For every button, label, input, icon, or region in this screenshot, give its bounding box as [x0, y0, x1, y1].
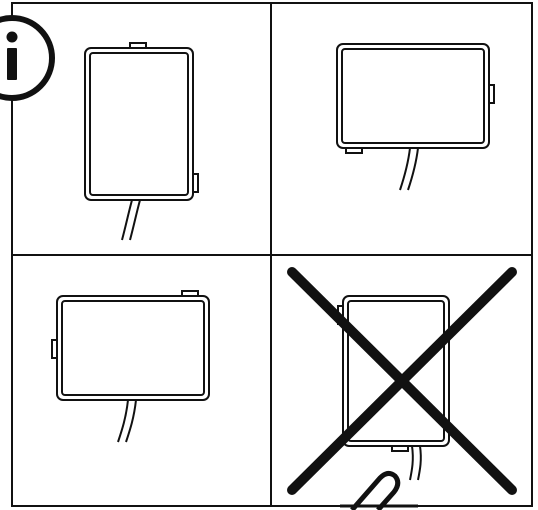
cross-stroke-b [287, 267, 517, 495]
device-side-connector [51, 339, 58, 359]
device-side-connector [488, 84, 495, 104]
device-screen [347, 300, 445, 442]
panel-grid [11, 2, 533, 507]
device-screen [61, 300, 205, 396]
device-side-connector [192, 173, 199, 193]
device-top-tab [181, 290, 199, 297]
device-cable [117, 399, 129, 443]
device-cable-inner [125, 399, 137, 443]
device-cable [399, 147, 411, 191]
device-outer-frame [336, 43, 490, 149]
info-icon [0, 15, 55, 101]
panel-portrait-device [84, 42, 199, 241]
pencil-icon [340, 470, 418, 510]
device-cable-inner [129, 199, 141, 241]
device-outer-frame [84, 47, 194, 201]
device-top-tab [129, 42, 147, 49]
device-bottom-tab [345, 147, 363, 154]
prohibited-cross [287, 267, 517, 495]
panel-landscape-device-b [51, 290, 210, 443]
device-cable [121, 199, 133, 241]
device-cable-inner [417, 445, 422, 481]
device-outer-frame [56, 295, 210, 401]
device-bottom-tab [391, 445, 409, 452]
panel-landscape-device-a [336, 43, 495, 191]
device-cable [409, 445, 414, 481]
device-screen [341, 48, 485, 144]
device-screen [89, 52, 189, 196]
device-cable-inner [407, 147, 419, 191]
